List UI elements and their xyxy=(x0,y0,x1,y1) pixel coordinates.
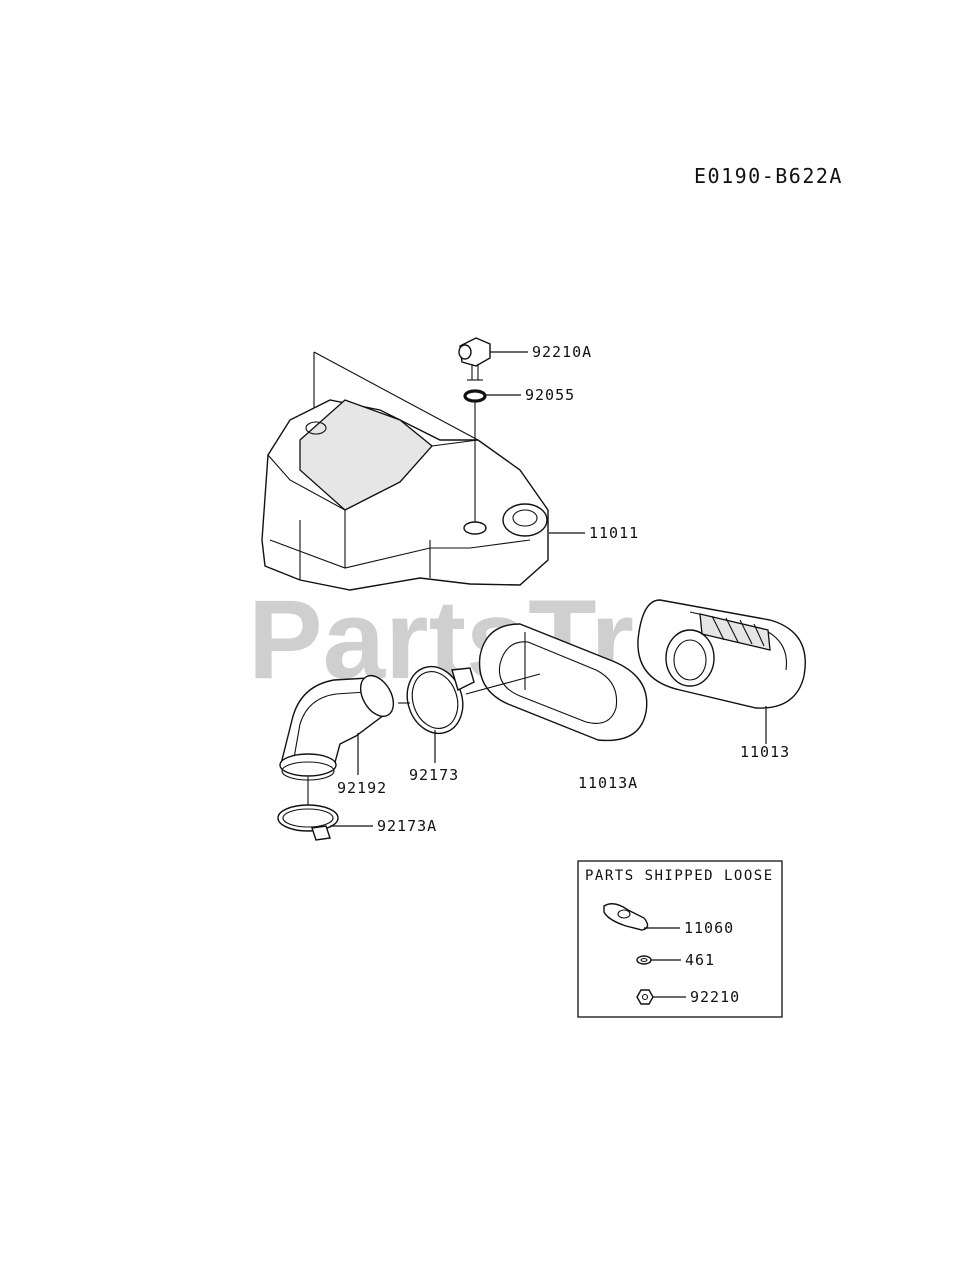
washer-461[interactable] xyxy=(636,955,652,965)
filter-element-11013[interactable] xyxy=(637,599,806,709)
part-label-92055: 92055 xyxy=(525,386,575,404)
part-label-92173A: 92173A xyxy=(377,817,437,835)
wing-nut-92210A[interactable] xyxy=(458,337,491,381)
nut-92210[interactable] xyxy=(636,989,654,1005)
part-label-11011: 11011 xyxy=(589,524,639,542)
part-label-92210A: 92210A xyxy=(532,343,592,361)
part-label-92173: 92173 xyxy=(409,766,459,784)
part-label-11013A: 11013A xyxy=(578,774,638,792)
part-label-92192: 92192 xyxy=(337,779,387,797)
loose-item-461: 461 xyxy=(685,951,715,969)
elbow-hose-92192[interactable] xyxy=(279,670,400,781)
air-cleaner-cover-11011[interactable] xyxy=(261,351,549,591)
loose-item-92210: 92210 xyxy=(690,988,740,1006)
gasket-11060[interactable] xyxy=(603,903,649,931)
hose-clamp-92173A[interactable] xyxy=(277,804,339,841)
loose-parts-box xyxy=(577,860,783,1018)
seal-washer-92055[interactable] xyxy=(463,389,487,403)
pre-filter-11013A[interactable] xyxy=(478,623,648,742)
loose-parts-title: PARTS SHIPPED LOOSE xyxy=(585,868,774,884)
diagram-code: E0190-B622A xyxy=(694,164,843,188)
loose-item-11060: 11060 xyxy=(684,919,734,937)
hose-clamp-92173[interactable] xyxy=(399,659,475,740)
part-label-11013: 11013 xyxy=(740,743,790,761)
